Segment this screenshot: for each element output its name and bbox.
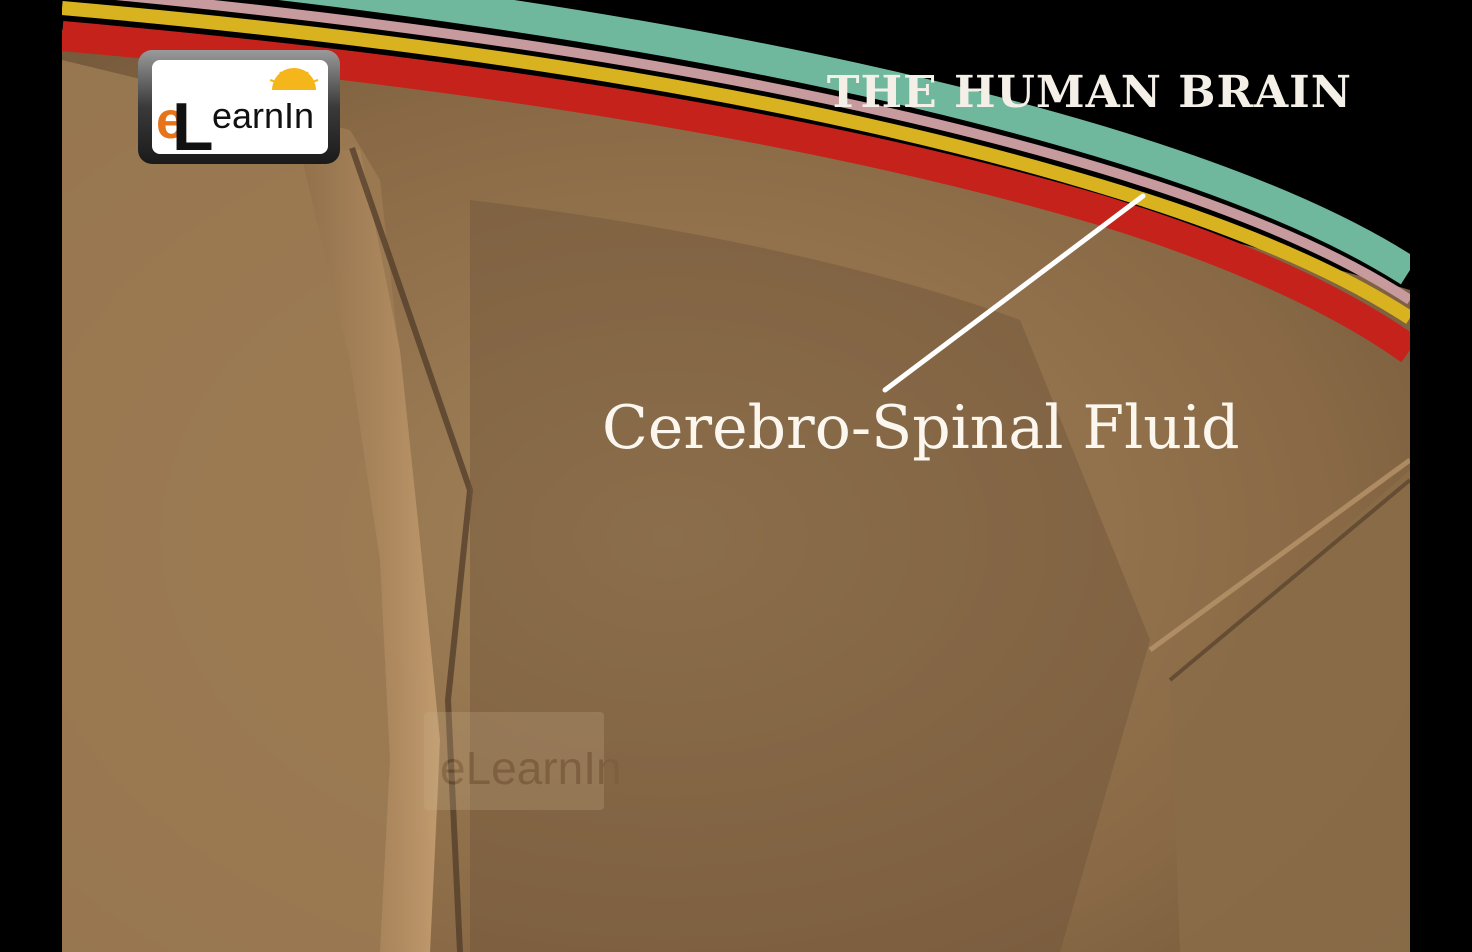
right-border — [1410, 0, 1472, 952]
brain-gyrus-center — [470, 200, 1150, 952]
brain-gyrus-right — [1170, 470, 1410, 952]
logo-letter-l: L — [172, 89, 214, 165]
watermark-text: eLearnIn — [440, 742, 622, 794]
left-border — [0, 0, 62, 952]
annotation-label: Cerebro-Spinal Fluid — [602, 393, 1240, 463]
brain-gyrus-left-highlight — [300, 150, 440, 952]
annotation-pointer-line — [882, 193, 1146, 393]
membrane-yellow — [61, 1, 1414, 324]
membrane-red — [60, 21, 1419, 363]
logo-wordmark: earnIn — [212, 95, 314, 136]
brain-sulcus — [349, 147, 474, 952]
video-title: THE HUMAN BRAIN — [827, 67, 1352, 118]
brain-sulcus-right — [1148, 457, 1412, 653]
sun-icon — [269, 68, 319, 90]
membrane-pink — [114, 0, 1413, 305]
background-top-right — [62, 0, 1410, 254]
logo-letter-e: e — [156, 92, 185, 150]
elearnin-logo: e L earnIn — [138, 50, 340, 165]
membrane-teal — [278, 0, 1420, 285]
watermark-logo: eLearnIn — [424, 712, 622, 810]
brain-sulcus-right-dark — [1168, 478, 1412, 682]
